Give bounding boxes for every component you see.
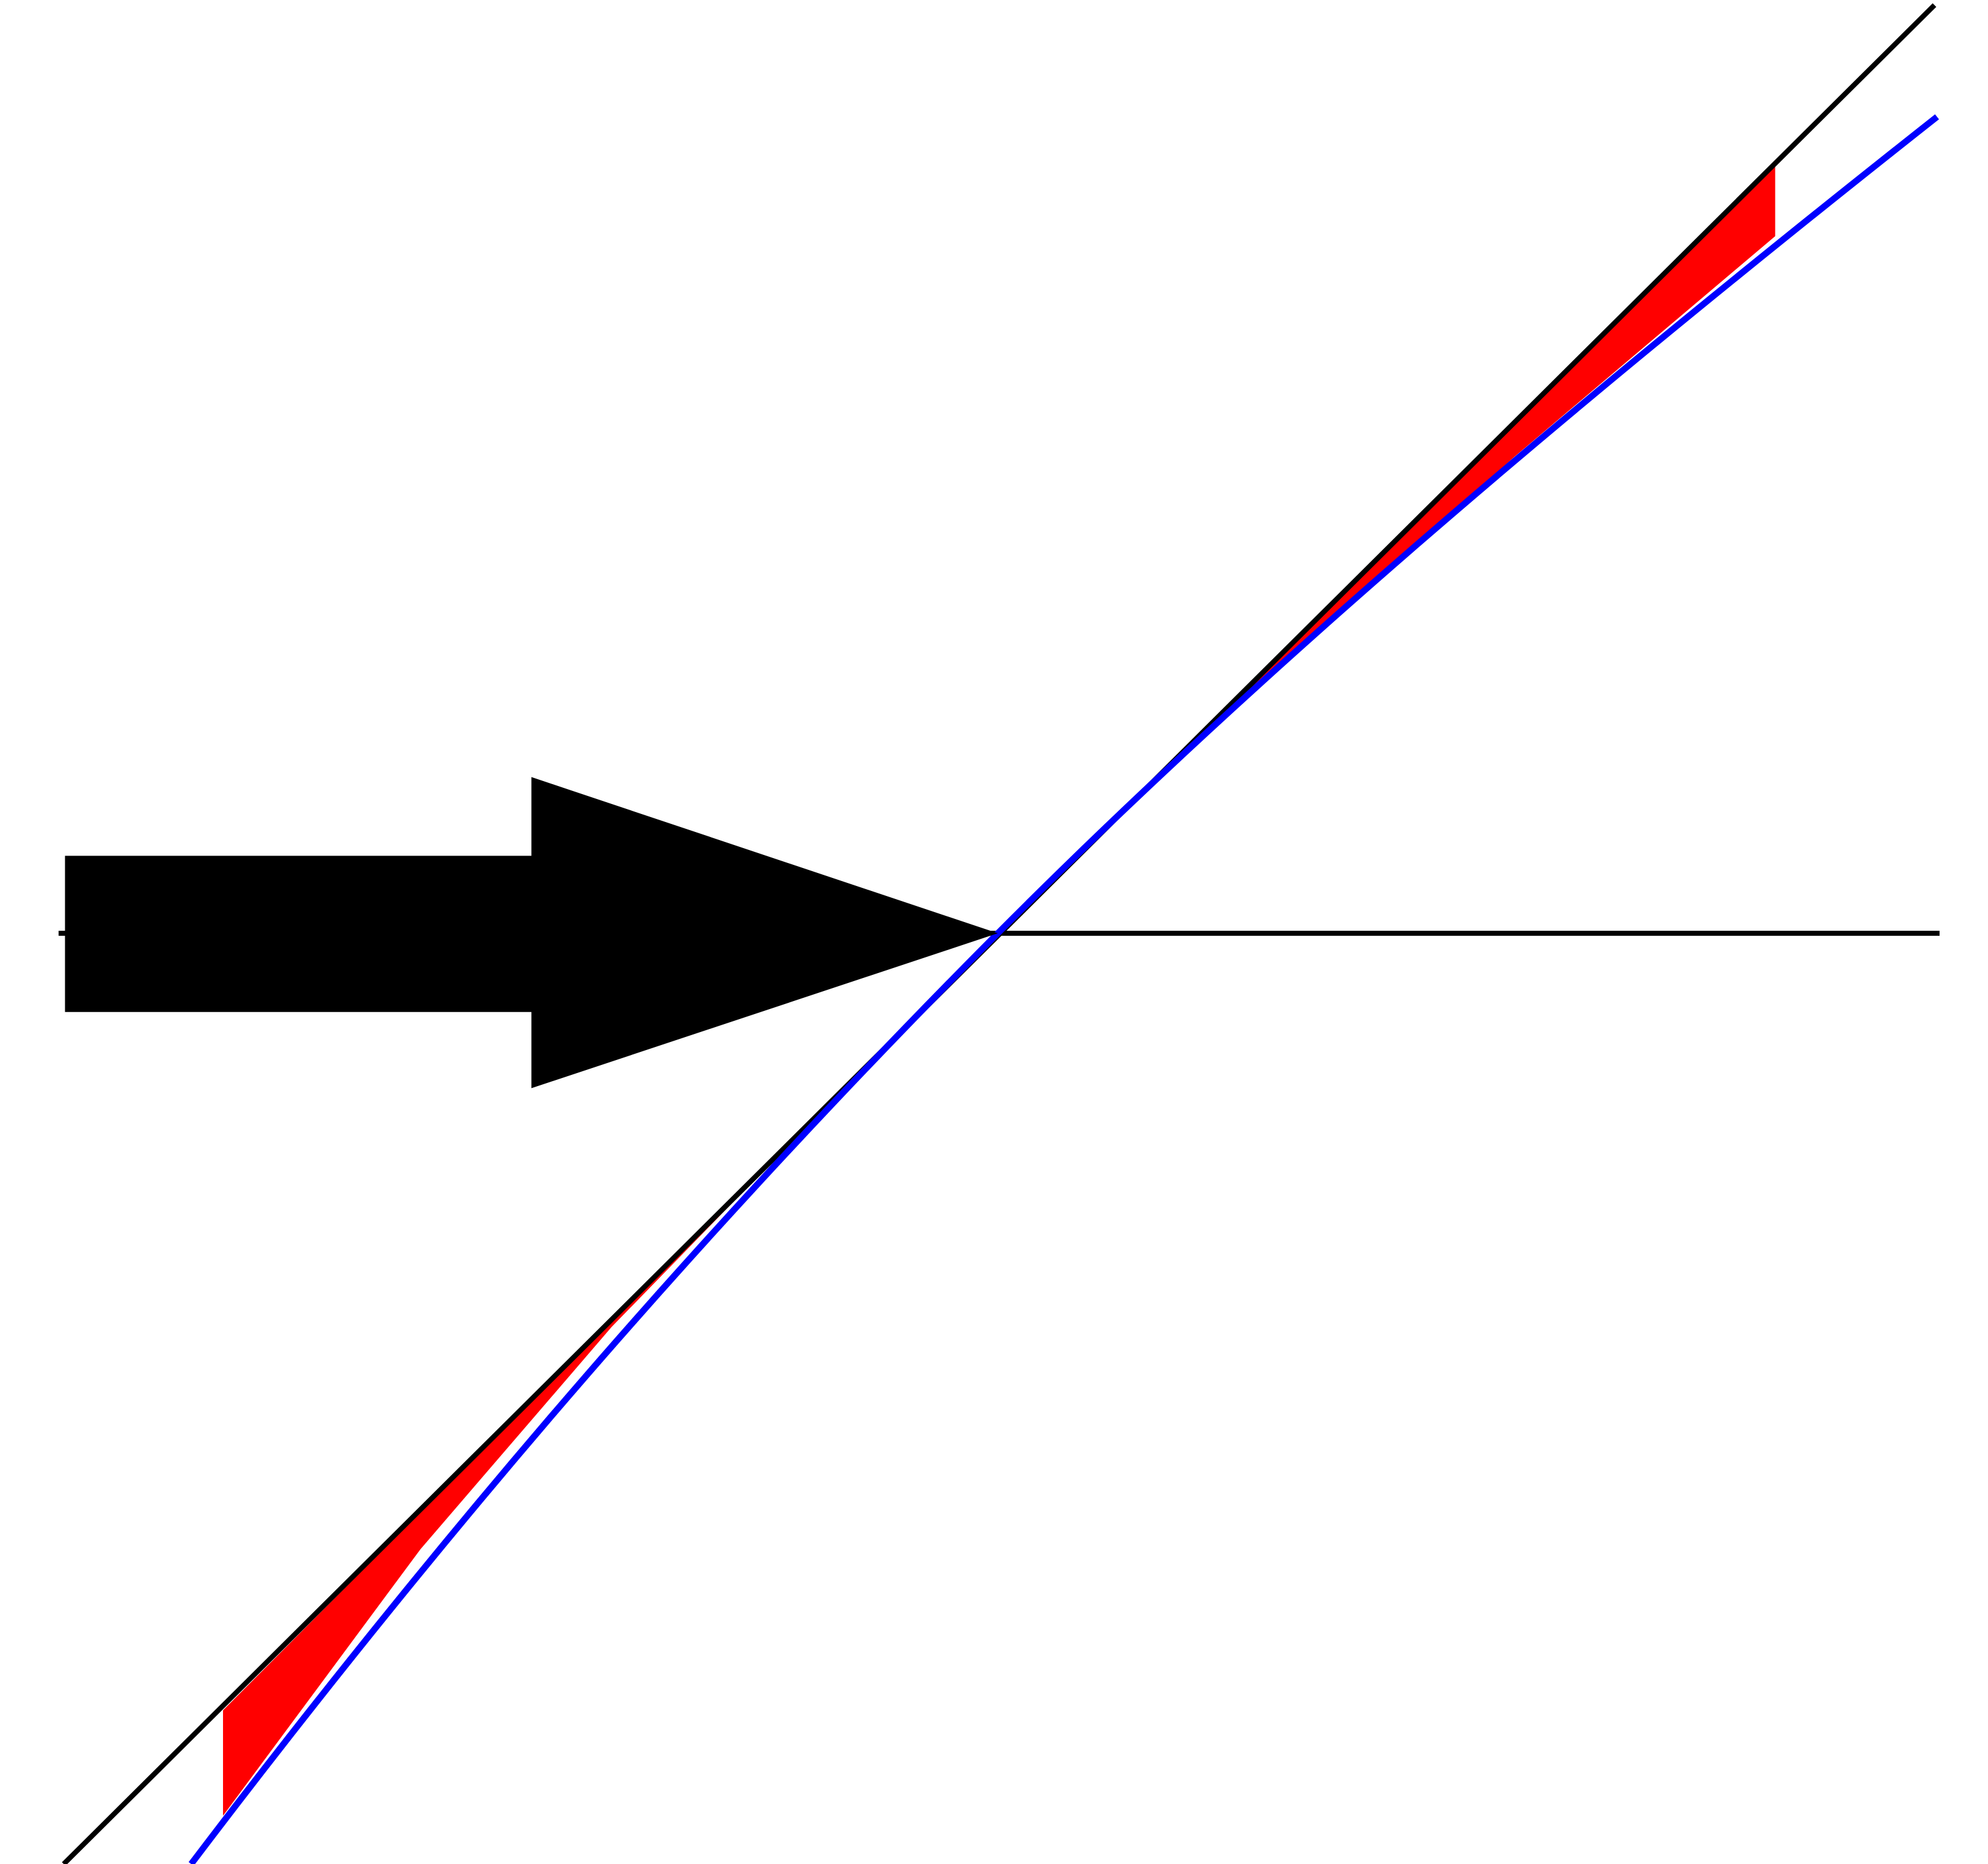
- shaded-gap-lower: [222, 933, 998, 1816]
- pointer-arrow: [65, 777, 998, 1089]
